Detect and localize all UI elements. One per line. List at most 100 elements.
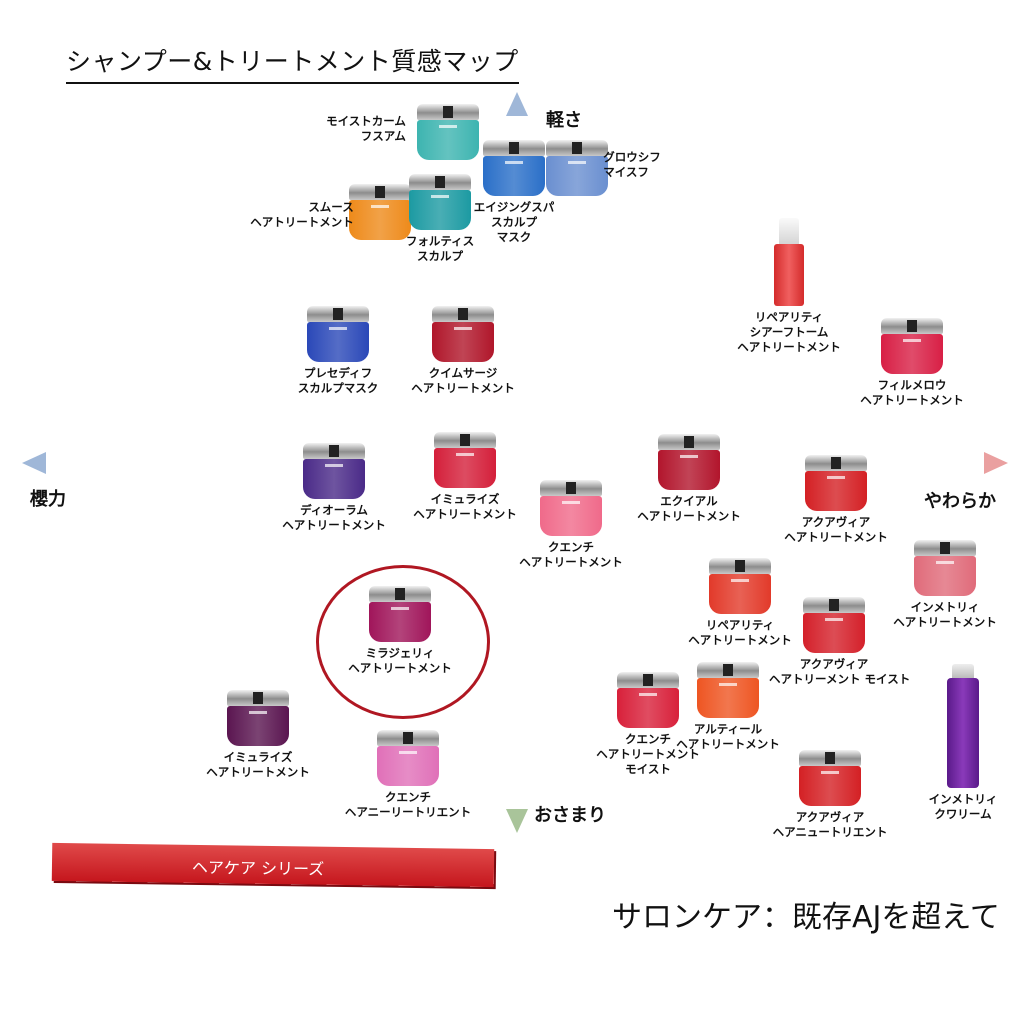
product-label-line: ヘアトリートメント	[596, 747, 700, 761]
product-label-line: ヘアトリートメント	[519, 555, 623, 569]
product-label-line: アクアヴィア	[795, 810, 865, 824]
product-label-line: クワリーム	[934, 807, 992, 821]
jar-icon	[658, 434, 720, 490]
top-arrowhead	[506, 92, 528, 116]
bottom-arrowhead	[506, 809, 528, 833]
jar-icon	[799, 750, 861, 806]
product-label-line: ヘアトリートメント	[637, 509, 741, 523]
product-label-line: フィルメロウ	[877, 378, 947, 392]
product-label-line: ディオーラム	[300, 503, 368, 517]
product-label-line: グロウシフ	[603, 150, 661, 164]
product-label: フォルティススカルプ	[375, 234, 505, 264]
jar-icon	[417, 104, 479, 160]
jar-icon	[369, 586, 431, 642]
jar-icon	[227, 690, 289, 746]
product-label: モイストカームフスアム	[326, 114, 406, 144]
product-label-line: モイストカーム	[326, 114, 406, 128]
product-label-line: スカルプマスク	[297, 381, 379, 395]
product-filmerou: フィルメロウヘアトリートメント	[847, 318, 977, 408]
product-fortis: フォルティススカルプ	[375, 174, 505, 264]
product-aquavia: アクアヴィアヘアトリートメント	[771, 455, 901, 545]
jar-icon	[349, 184, 411, 240]
product-label-line: ヘアトリートメント	[784, 530, 888, 544]
product-label: プレセディフスカルプマスク	[273, 366, 403, 396]
product-label-line: クイムサージ	[428, 366, 498, 380]
product-label-line: スカルプ	[491, 215, 537, 229]
product-climsage: クイムサージヘアトリートメント	[398, 306, 528, 396]
product-label: リペアリティシアーフトームヘアトリートメント	[724, 310, 854, 355]
jar-icon	[697, 662, 759, 718]
product-immurise-red: イミュライズヘアトリートメント	[400, 432, 530, 522]
product-label-line: ヘアトリートメント	[348, 661, 452, 675]
product-label-line: イミュライズ	[430, 492, 500, 506]
product-label-line: イミュライズ	[223, 750, 293, 764]
tube-icon	[947, 664, 979, 788]
product-label-line: プレセディフ	[303, 366, 373, 380]
product-label: イミュライズヘアトリートメント	[400, 492, 530, 522]
axis-label-soft: やわらか	[924, 491, 996, 512]
product-label: グロウシフマイスフ	[603, 150, 661, 180]
jar-icon	[803, 597, 865, 653]
axis-label-settle: おさまり	[534, 805, 606, 826]
product-label-line: ヘアニュートリエント	[772, 825, 888, 839]
product-label-line: ヘアトリートメント	[282, 518, 386, 532]
jar-icon	[303, 443, 365, 499]
product-qenche-moist: クエンチヘアトリートメントモイスト	[583, 672, 713, 777]
product-label-line: インメトリィ	[910, 600, 980, 614]
product-label: インメトリィヘアトリートメント	[880, 600, 1010, 630]
product-label: アルティールヘアトリートメント	[663, 722, 793, 752]
product-moist-foam: モイストカームフスアム	[326, 104, 513, 160]
axis-label-light: 軽さ	[546, 110, 582, 131]
jar-icon	[483, 140, 545, 196]
product-growth: グロウシフマイスフ	[512, 140, 661, 196]
product-mirajelly: ミラジェリィヘアトリートメント	[335, 586, 465, 676]
product-aging: エイジングスパスカルプマスク	[449, 140, 579, 245]
product-label-line: スカルプ	[417, 249, 463, 263]
bottle-icon	[774, 218, 804, 306]
product-label: ミラジェリィヘアトリートメント	[335, 646, 465, 676]
product-label-line: ヘアトリートメント	[737, 340, 841, 354]
product-label-line: ヘアトリートメント	[411, 381, 515, 395]
product-qenche-nutrient: クエンチヘアニーリートリエント	[343, 730, 473, 820]
product-diorum: ディオーラムヘアトリートメント	[269, 443, 399, 533]
banner-label: ヘアケア シリーズ	[191, 857, 325, 879]
product-label-line: ヘアトリーメント モイスト	[769, 672, 911, 686]
jar-icon	[805, 455, 867, 511]
product-label: クエンチヘアトリートメントモイスト	[583, 732, 713, 777]
product-label-line: エクイアル	[660, 494, 718, 508]
map-title: シャンプー&トリートメント質感マップ	[66, 42, 519, 84]
product-label-line: クエンチ	[548, 540, 594, 554]
product-label: ディオーラムヘアトリートメント	[269, 503, 399, 533]
product-inmetria-cream: インメトリィクワリーム	[898, 664, 1024, 822]
product-label-line: アクアヴィア	[799, 657, 869, 671]
product-altiel: アルティールヘアトリートメント	[663, 662, 793, 752]
product-label-line: マイスフ	[603, 165, 649, 179]
product-label-line: インメトリィ	[928, 792, 998, 806]
jar-icon	[307, 306, 369, 362]
product-label: イミュライズヘアトリートメント	[193, 750, 323, 780]
product-label: エクイアルヘアトリートメント	[624, 494, 754, 524]
product-label: クエンチヘアトリートメント	[506, 540, 636, 570]
product-label-line: ミラジェリィ	[365, 646, 435, 660]
product-label-line: エイジングスパ	[473, 200, 555, 214]
product-label: アクアヴィアヘアトリーメント モイスト	[769, 657, 911, 687]
product-label-line: ヘアトリートメント	[860, 393, 964, 407]
product-label-line: ヘアトリートメント	[688, 633, 792, 647]
product-label: スムースヘアトリートメント	[250, 200, 354, 230]
product-label: アクアヴィアヘアトリートメント	[771, 515, 901, 545]
product-label-line: フォルティス	[405, 234, 475, 248]
product-label-line: ヘアトリートメント	[893, 615, 997, 629]
product-label-line: アクアヴィア	[801, 515, 871, 529]
jar-icon	[434, 432, 496, 488]
series-banner: ヘアケア シリーズ	[51, 842, 495, 888]
product-label: インメトリィクワリーム	[898, 792, 1024, 822]
product-equal: エクイアルヘアトリートメント	[624, 434, 754, 524]
jar-icon	[409, 174, 471, 230]
jar-icon	[432, 306, 494, 362]
product-label-line: ヘアトリートメント	[413, 507, 517, 521]
product-label: フィルメロウヘアトリートメント	[847, 378, 977, 408]
product-label-line: ヘアトリートメント	[676, 737, 780, 751]
product-label-line: クエンチ	[625, 732, 671, 746]
jar-icon	[914, 540, 976, 596]
jar-icon	[546, 140, 608, 196]
